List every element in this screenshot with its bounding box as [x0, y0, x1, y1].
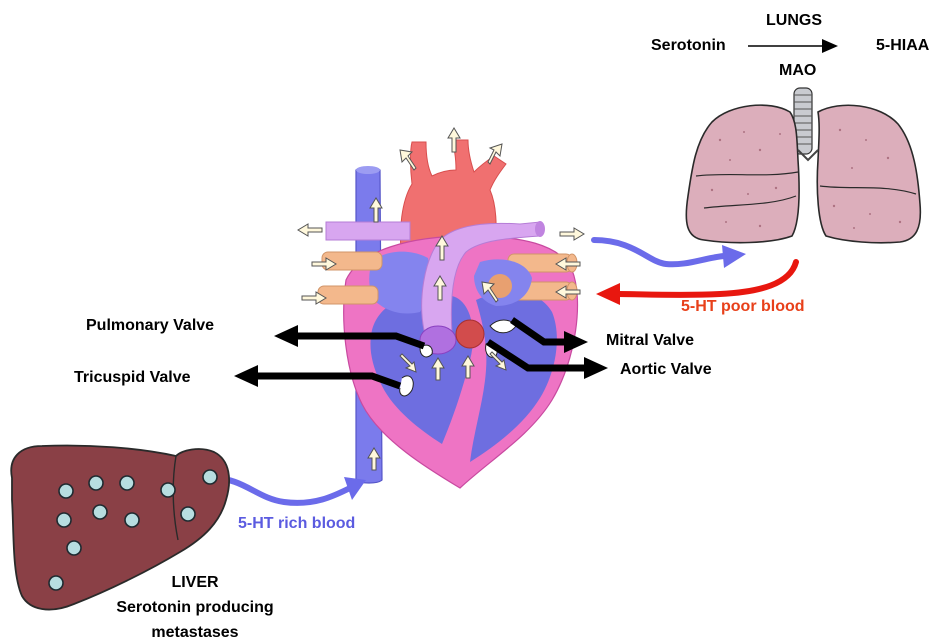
heart-to-lungs-arrow: [594, 240, 724, 264]
mitral-valve-label: Mitral Valve: [606, 333, 694, 349]
liver-subtitle-2: metastases: [120, 625, 270, 641]
rich-blood-label: 5-HT rich blood: [238, 516, 355, 532]
hiaa-label: 5-HIAA: [876, 38, 929, 54]
liver-to-heart-arrow: [212, 478, 350, 503]
tricuspid-valve-label: Tricuspid Valve: [74, 370, 191, 386]
mao-label: MAO: [779, 63, 816, 79]
aortic-valve-label: Aortic Valve: [620, 362, 712, 378]
serotonin-label: Serotonin: [651, 38, 726, 54]
liver-subtitle: Serotonin producing: [95, 600, 295, 616]
lungs-illustration: [686, 88, 920, 243]
liver-title: LIVER: [120, 575, 270, 591]
lungs-title: LUNGS: [766, 13, 822, 29]
pulmonary-valve-label: Pulmonary Valve: [86, 318, 214, 334]
left-lung: [817, 105, 920, 243]
poor-blood-label: 5-HT poor blood: [681, 299, 805, 315]
lungs-to-heart-arrow: [618, 262, 796, 295]
heart-illustration: [298, 128, 584, 488]
